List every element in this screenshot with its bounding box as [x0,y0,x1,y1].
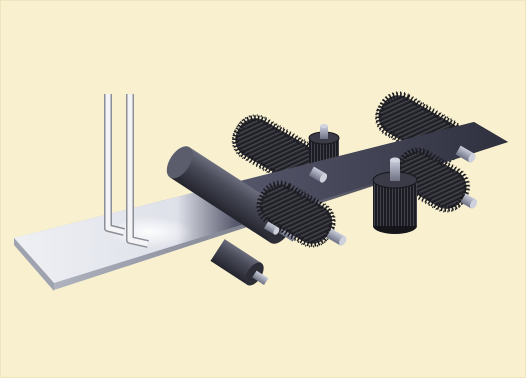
lower-shaft-left [264,221,280,235]
lower-brush-right [393,147,478,213]
vertical-brush-front [372,157,418,234]
lower-brush-left [256,180,347,248]
upper-brush-left-shaft [308,166,328,183]
spray-nozzle-left [104,94,125,236]
spray-nozzle-right [126,94,149,248]
upper-brush-right-shaft [455,145,476,163]
pinch-roller-bottom [210,239,269,286]
